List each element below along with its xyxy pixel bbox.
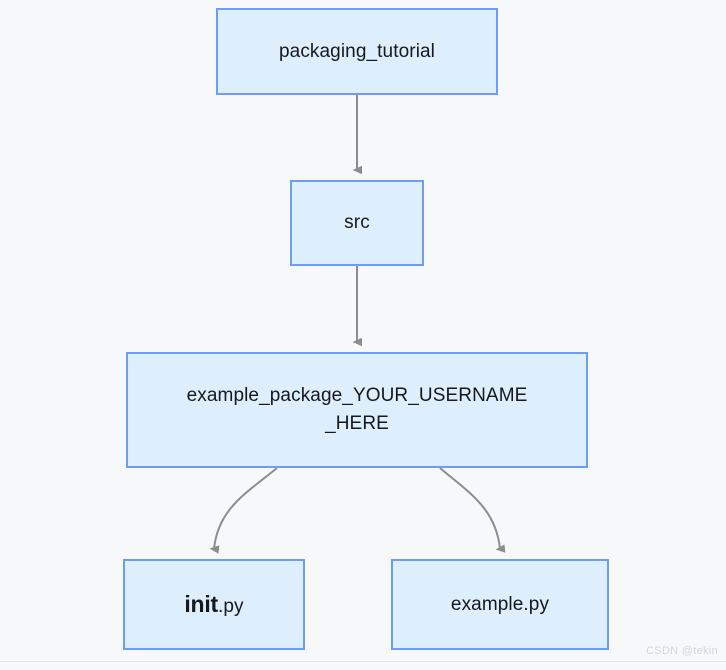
node-src[interactable]: src [290, 180, 424, 266]
watermark: CSDN @tekin [646, 645, 718, 657]
node-example-package-label: example_package_YOUR_USERNAME _HERE [186, 385, 528, 434]
node-example-py-label: example.py [450, 593, 550, 615]
node-example-package[interactable]: example_package_YOUR_USERNAME _HERE [126, 352, 588, 468]
node-init-py-label-extension: .py [218, 595, 244, 617]
edge-example-package-to-example-py [439, 467, 506, 553]
node-packaging-tutorial-label: packaging_tutorial [278, 40, 436, 62]
node-src-label: src [344, 212, 370, 234]
edge-example-package-to-init-py [209, 467, 278, 554]
node-example-py[interactable]: example.py [391, 559, 609, 650]
node-init-py-label: init.py [174, 588, 253, 621]
node-init-py[interactable]: init.py [123, 559, 305, 650]
bottom-divider [0, 661, 726, 662]
node-packaging-tutorial[interactable]: packaging_tutorial [216, 8, 498, 95]
node-init-py-label-bold: init [184, 590, 219, 617]
